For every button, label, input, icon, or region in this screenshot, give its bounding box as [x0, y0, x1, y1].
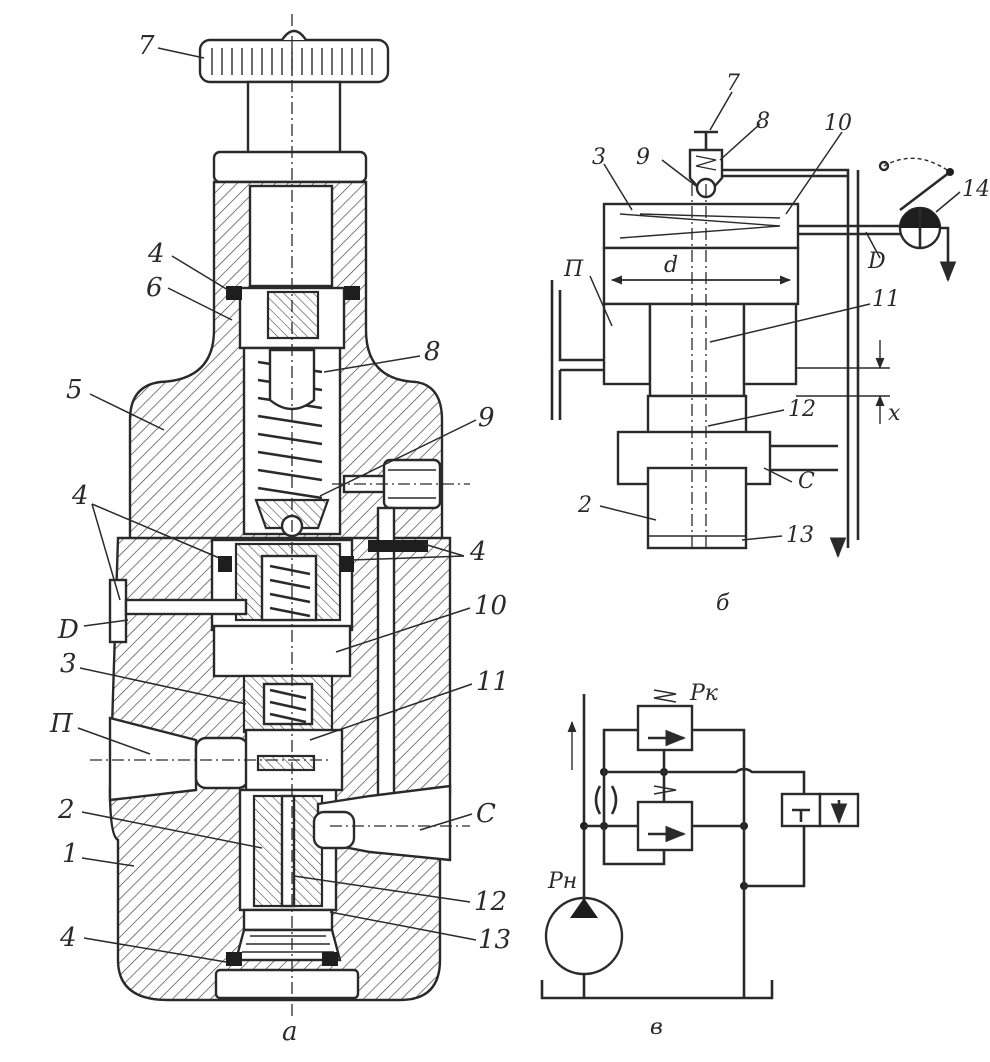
callout-b-10: 10 [824, 111, 852, 136]
callout-b-11: 11 [872, 287, 900, 312]
callout-7: 7 [138, 31, 155, 61]
callout-2: 2 [57, 795, 75, 825]
pilot-relief-symbol [636, 704, 694, 752]
callout-b-13: 13 [786, 523, 814, 548]
seal-ring [226, 286, 242, 300]
port-p-b [550, 280, 604, 420]
caption-c: в [650, 1015, 663, 1040]
callout-10: 10 [474, 591, 507, 621]
callout-12: 12 [474, 887, 507, 917]
bottom-cap [214, 968, 360, 1000]
spool-11 [648, 302, 746, 398]
callout-c: C [476, 799, 496, 829]
callout-4-right: 4 [469, 537, 487, 567]
valve-2 [646, 466, 748, 550]
port-p [108, 716, 198, 802]
view-a-section: 7 4 6 8 5 9 4 4 D 10 3 11 П C 2 1 12 4 1… [49, 14, 511, 1047]
view-b-schematic: 7 8 10 9 3 14 П d D 11 x 12 C 2 13 б [550, 71, 990, 616]
callout-b-14: 14 [962, 177, 990, 202]
callout-4-bottom: 4 [59, 923, 77, 953]
callout-8: 8 [424, 337, 441, 367]
callout-1: 1 [62, 839, 79, 869]
port-d [108, 578, 128, 644]
callout-4-left: 4 [71, 481, 89, 511]
callout-b-12: 12 [788, 397, 816, 422]
callout-b-p: П [563, 257, 584, 282]
callout-3: 3 [60, 649, 77, 679]
dimension-d: d [664, 253, 678, 278]
view-c-symbol: Pк Pн в [540, 681, 860, 1040]
callout-9: 9 [478, 403, 495, 433]
control-cylinder [602, 202, 800, 250]
callout-6: 6 [146, 273, 163, 303]
main-relief-symbol [636, 800, 694, 852]
callout-b-7: 7 [726, 71, 740, 96]
caption-b: б [716, 591, 730, 616]
unloading-valve-a [780, 792, 822, 828]
callout-b-d: D [867, 249, 886, 274]
callout-d: D [57, 615, 79, 645]
adjusting-knob [198, 29, 390, 156]
caption-a: а [282, 1017, 298, 1047]
callout-b-9: 9 [636, 145, 650, 170]
callout-b-8: 8 [756, 109, 770, 134]
callout-11: 11 [476, 667, 509, 697]
dimension-x: x [888, 401, 901, 426]
callout-b-2: 2 [577, 493, 592, 518]
callout-p: П [49, 709, 74, 739]
pressure-pk: Pк [689, 681, 719, 706]
lock-nut [212, 150, 368, 184]
pressure-pn: Pн [547, 869, 577, 894]
callout-b-3: 3 [592, 145, 606, 170]
tank-line [540, 980, 774, 1000]
callout-4-top: 4 [147, 239, 165, 269]
callout-5: 5 [66, 375, 83, 405]
callout-b-c: C [798, 469, 815, 494]
main-piston [212, 624, 352, 678]
callout-13: 13 [478, 925, 511, 955]
